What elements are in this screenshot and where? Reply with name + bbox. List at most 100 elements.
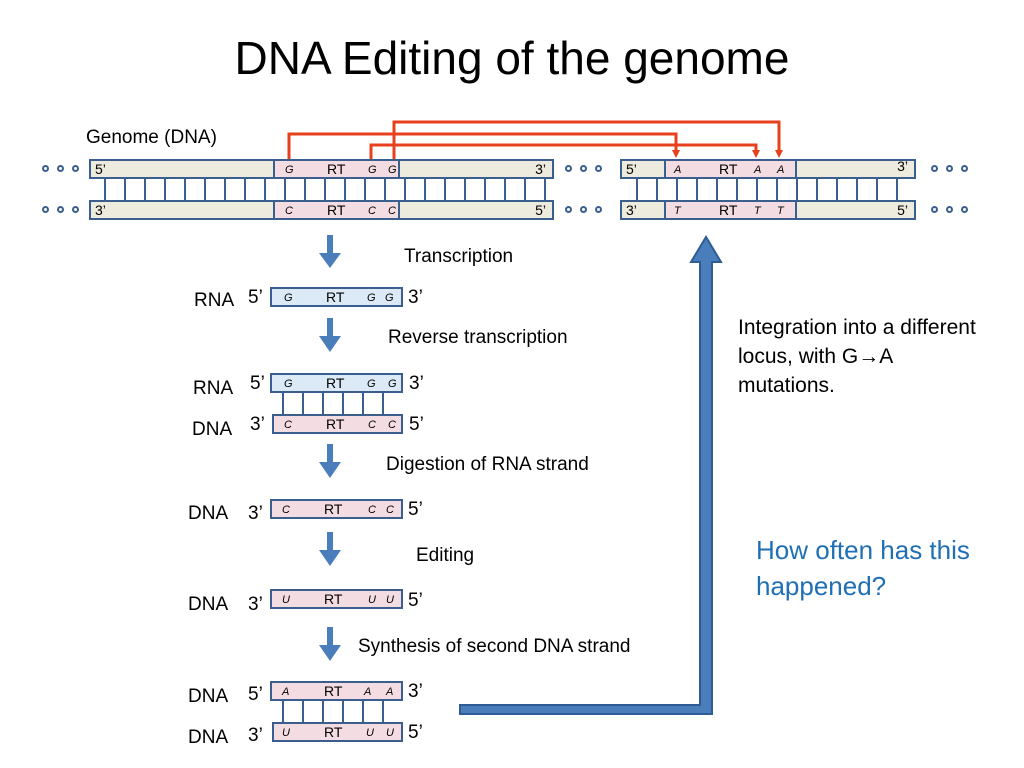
- end-label: 5’: [408, 590, 423, 611]
- step-arrow-1: [319, 235, 341, 268]
- genome-right-top-strand: 5’ 3’ A RT A A: [620, 158, 916, 179]
- base-label: C: [388, 419, 396, 431]
- base-label: U: [282, 727, 290, 739]
- base-label: A: [754, 164, 762, 176]
- base-label: C: [386, 504, 394, 516]
- page-title: DNA Editing of the genome: [234, 32, 790, 84]
- molecule-type-label: DNA: [188, 686, 229, 707]
- rt-label: RT: [324, 724, 343, 740]
- base-label: G: [367, 292, 376, 304]
- base-label: T: [754, 205, 761, 217]
- end-label: 3’: [95, 202, 106, 218]
- base-label: C: [368, 419, 376, 431]
- base-label: C: [282, 504, 290, 516]
- base-label: G: [368, 164, 377, 176]
- end-label: 3’: [408, 681, 423, 702]
- dna-strand-5a: A RT A A: [270, 681, 403, 701]
- rt-label: RT: [324, 591, 343, 607]
- molecule-type-label: RNA: [194, 290, 235, 311]
- genome-left-top-strand: 5’ 3’ G RT G G: [89, 159, 554, 179]
- rt-label: RT: [326, 289, 345, 305]
- end-label: 5’: [897, 202, 908, 218]
- question-text: How often has this happened?: [756, 535, 970, 601]
- integration-arrow: [459, 235, 723, 715]
- end-label: 3’: [408, 287, 423, 308]
- base-label: U: [386, 594, 394, 606]
- end-label: 3’: [626, 202, 637, 218]
- rt-label: RT: [719, 202, 738, 218]
- base-label: C: [284, 419, 292, 431]
- base-label: A: [364, 686, 372, 698]
- relocation-arrow-g2: [369, 143, 760, 161]
- rt-label: RT: [324, 683, 343, 699]
- molecule-type-label: DNA: [188, 503, 229, 524]
- relocation-arrow-g3: [392, 120, 783, 161]
- step-arrow-2: [319, 318, 341, 352]
- step-arrow-3: [319, 444, 341, 478]
- end-label: 3’: [897, 158, 908, 174]
- molecule-type-label: DNA: [188, 727, 229, 748]
- genome-left-bottom-strand: 3’ 5’ C RT C C: [89, 200, 554, 220]
- end-label: 5’: [248, 684, 263, 705]
- end-label: 5’: [626, 161, 637, 177]
- step-label-digestion: Digestion of RNA strand: [386, 454, 589, 475]
- rt-label: RT: [327, 161, 346, 177]
- end-label: 5’: [95, 161, 106, 177]
- base-label: C: [368, 205, 376, 217]
- dna-strand-5b: U RT U U: [272, 722, 403, 742]
- molecule-type-label: DNA: [188, 594, 229, 615]
- end-label: 3’: [409, 373, 424, 394]
- base-label: C: [368, 504, 376, 516]
- end-label: 3’: [250, 414, 265, 435]
- rt-label: RT: [327, 202, 346, 218]
- dna-strand-4: U RT U U: [270, 589, 403, 609]
- relocation-arrow-g1: [287, 132, 680, 161]
- rna-strand-1: G RT G G: [270, 287, 403, 307]
- base-label: U: [368, 594, 376, 606]
- end-label: 5’: [250, 373, 265, 394]
- genome-right-bottom-strand: 3’ 5’ T RT T T: [620, 200, 916, 220]
- end-label: 3’: [248, 503, 263, 524]
- step-label-synthesis: Synthesis of second DNA strand: [358, 636, 631, 657]
- dna-strand-2: C RT C C: [272, 414, 403, 434]
- end-label: 5’: [408, 722, 423, 743]
- integration-description: Integration into a different locus, with…: [738, 316, 976, 397]
- end-label: 3’: [248, 594, 263, 615]
- step-label-transcription: Transcription: [404, 246, 514, 267]
- base-label: A: [282, 686, 290, 698]
- rt-label: RT: [326, 375, 345, 391]
- base-label: G: [388, 164, 397, 176]
- base-label: G: [367, 378, 376, 390]
- end-label: 5’: [535, 202, 546, 218]
- end-label: 5’: [409, 414, 424, 435]
- dna-strand-3: C RT C C: [270, 499, 403, 519]
- base-label: T: [777, 205, 784, 217]
- rt-label: RT: [326, 416, 345, 432]
- base-label: G: [385, 292, 394, 304]
- base-label: U: [282, 594, 290, 606]
- base-label: U: [386, 727, 394, 739]
- base-label: T: [674, 205, 681, 217]
- genome-label: Genome (DNA): [86, 127, 217, 148]
- molecule-type-label: RNA: [193, 378, 234, 399]
- step-arrow-4: [319, 532, 341, 566]
- molecule-type-label: DNA: [192, 419, 233, 440]
- base-label: G: [284, 378, 293, 390]
- base-label: G: [388, 378, 397, 390]
- end-label: 3’: [248, 725, 263, 746]
- end-label: 5’: [248, 287, 263, 308]
- step-label-reverse-transcription: Reverse transcription: [388, 327, 568, 348]
- rt-label: RT: [324, 501, 343, 517]
- end-label: 3’: [535, 161, 546, 177]
- end-label: 5’: [408, 499, 423, 520]
- base-label: A: [386, 686, 394, 698]
- base-label: A: [777, 164, 785, 176]
- base-label: A: [674, 164, 682, 176]
- base-label: U: [366, 727, 374, 739]
- base-label: C: [285, 205, 293, 217]
- rna-strand-2: G RT G G: [270, 373, 403, 393]
- step-arrow-5: [319, 627, 341, 661]
- base-label: G: [284, 292, 293, 304]
- base-label: C: [388, 205, 396, 217]
